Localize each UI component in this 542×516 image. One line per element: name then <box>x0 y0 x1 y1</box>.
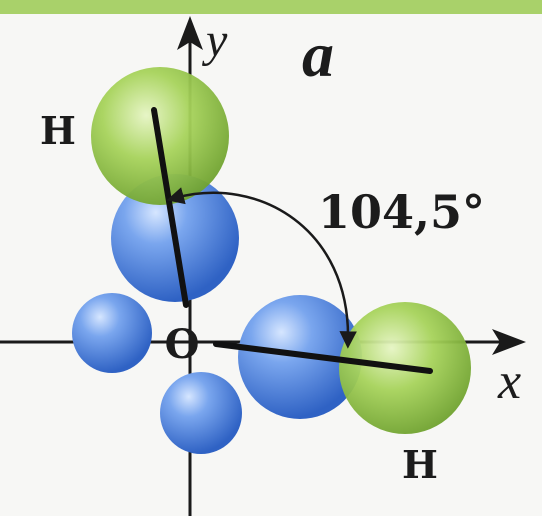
y-axis-arrow-icon <box>177 16 203 50</box>
bond-angle-arc <box>166 187 357 349</box>
top-color-band <box>0 0 542 14</box>
y-axis-label: y <box>201 14 228 67</box>
bond-angle-label: 104,5° <box>318 185 485 239</box>
x-axis-arrow-icon <box>492 329 526 355</box>
x-axis-label: x <box>497 353 521 410</box>
oxygen-label: O <box>165 321 200 368</box>
panel-letter-label: a <box>302 19 334 90</box>
hydrogen-right-label: H <box>402 442 438 487</box>
oxygen-orbital-lower <box>160 372 242 454</box>
oxygen-orbital-left <box>72 293 152 373</box>
hydrogen-top-label: H <box>40 108 76 153</box>
